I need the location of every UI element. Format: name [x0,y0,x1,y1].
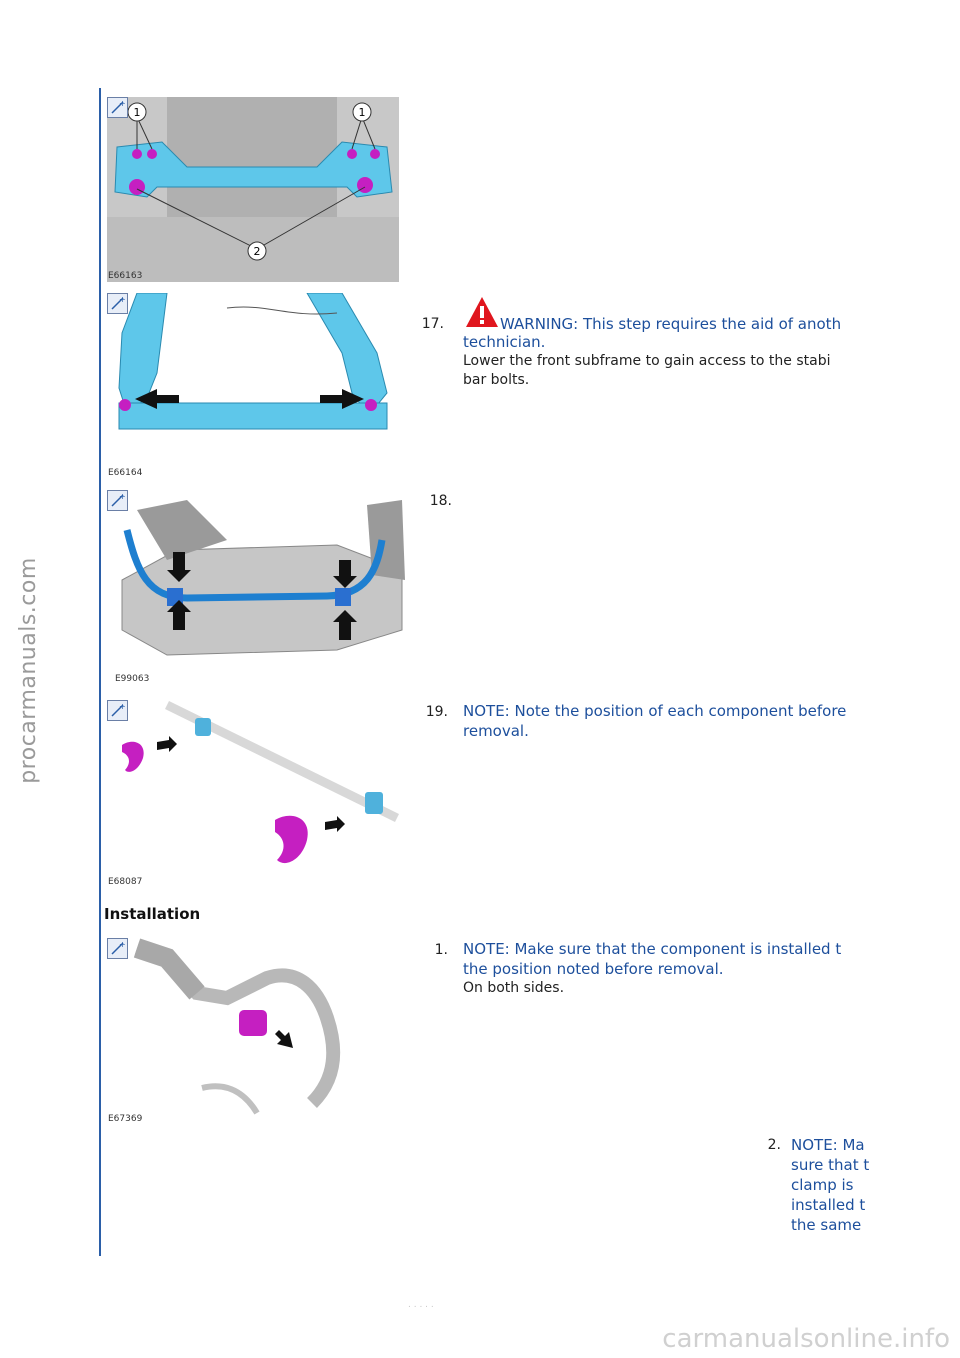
figure-label: E66163 [108,271,143,281]
zoom-icon[interactable]: + [107,700,128,721]
warning-icon [466,297,498,327]
note-line: the same [791,1216,862,1234]
step-19-text: NOTE: Note the position of each componen… [463,701,873,741]
callout-2: 2 [254,245,261,258]
figure-label: E68087 [108,877,143,887]
note-text-cont: the position noted before removal. [463,960,724,978]
svg-text:+: + [119,99,126,108]
note-text: NOTE: Note the position of each componen… [463,702,847,720]
note-text: NOTE: Make sure that the component is in… [463,940,842,958]
figure-lower-subframe[interactable]: + E66164 [107,293,399,478]
svg-text:+: + [119,492,126,501]
svg-text:+: + [119,295,126,304]
step-number: 17. [421,316,444,332]
step-17-text: WARNING: This step requires the aid of a… [463,296,873,390]
install-step-2-text: NOTE: Ma sure that t clamp is installed … [791,1135,873,1235]
warning-text: WARNING: This step requires the aid of a… [500,315,842,333]
note-line: sure that t [791,1156,870,1174]
note-text-cont: removal. [463,722,529,740]
figure-bushing-install[interactable]: + E67369 [107,938,399,1128]
step-body: Lower the front subframe to gain access … [463,353,831,369]
figure-bushings-clamps[interactable]: + E68087 [107,700,399,888]
callout-1a: 1 [134,106,141,119]
figure-label: E99063 [115,674,150,684]
zoom-icon[interactable]: + [107,293,128,314]
step-number: 18. [429,493,452,509]
note-line: installed t [791,1196,866,1214]
zoom-icon[interactable]: + [107,97,128,118]
zoom-icon[interactable]: + [107,490,128,511]
svg-text:+: + [119,940,126,949]
step-number: 2. [767,1137,781,1153]
page-footer: . . . . . [408,1300,434,1310]
side-watermark: procarmanuals.com [15,556,41,784]
figure-label: E67369 [108,1114,143,1124]
zoom-icon[interactable]: + [107,938,128,959]
bottom-watermark: carmanualsonline.info [662,1324,950,1354]
figure-label: E66164 [108,468,143,478]
step-body: On both sides. [463,980,565,996]
step-number: 19. [425,704,448,720]
step-body-cont: bar bolts. [463,372,530,388]
install-step-1-text: NOTE: Make sure that the component is in… [463,939,873,998]
left-rule [99,88,101,1256]
note-line: NOTE: Ma [791,1136,865,1154]
section-heading: Installation [104,905,201,923]
svg-text:+: + [119,702,126,711]
warning-text-cont: technician. [463,333,546,351]
figure-subframe-bolts[interactable]: 1 1 2 + E66163 [107,97,399,282]
step-number: 1. [434,942,448,958]
note-line: clamp is [791,1176,854,1194]
figure-stabilizer-bar[interactable]: + E99063 [107,490,407,685]
callout-1b: 1 [359,106,366,119]
